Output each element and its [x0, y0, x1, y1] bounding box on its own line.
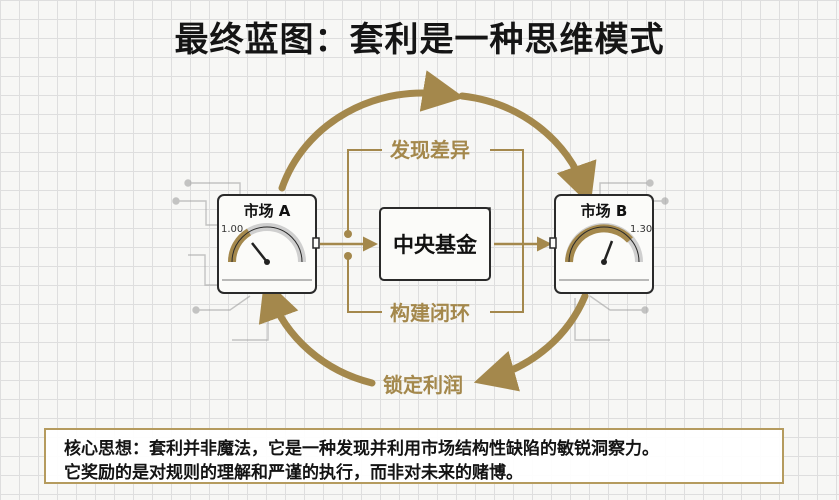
caption-line-1: 核心思想：套利并非魔法，它是一种发现并利用市场结构性缺陷的敏锐洞察力。 [64, 439, 659, 459]
market-b-gauge-value: 1.30 [630, 224, 652, 235]
center-fund-card: 中央基金 [379, 207, 491, 281]
loop-arrow-top-right [458, 92, 597, 206]
connector-dot-top [344, 230, 352, 238]
center-fund-label: 中央基金 [393, 233, 478, 257]
market-b-label: 市场 B [581, 202, 628, 220]
step-label-discover: 发现差异 [389, 138, 470, 162]
market-a-label: 市场 A [244, 202, 291, 220]
step-label-lock-profit: 锁定利润 [383, 373, 463, 397]
market-b-gauge [565, 223, 643, 265]
page-title: 最终蓝图：套利是一种思维模式 [174, 20, 665, 60]
connector-dot-bottom [344, 252, 352, 260]
market-a-gauge [228, 223, 306, 265]
circuit-decoration-left [172, 179, 269, 341]
market-b-card: 市场 B 1.30 [549, 194, 654, 294]
step-label-build-loop: 构建闭环 [390, 301, 470, 325]
step-connectors [347, 149, 524, 313]
loop-arrow-bottom-left [258, 278, 376, 387]
market-a-card: 市场 A 1.00 [217, 194, 320, 294]
market-a-gauge-value: 1.00 [221, 224, 243, 235]
loop-arrow-bottom [473, 292, 589, 392]
loop-arrow-top [278, 70, 465, 192]
core-idea-caption: 核心思想：套利并非魔法，它是一种发现并利用市场结构性缺陷的敏锐洞察力。 它奖励的… [44, 428, 784, 484]
caption-line-2: 它奖励的是对规则的理解和严谨的执行，而非对未来的赌博。 [64, 463, 523, 483]
